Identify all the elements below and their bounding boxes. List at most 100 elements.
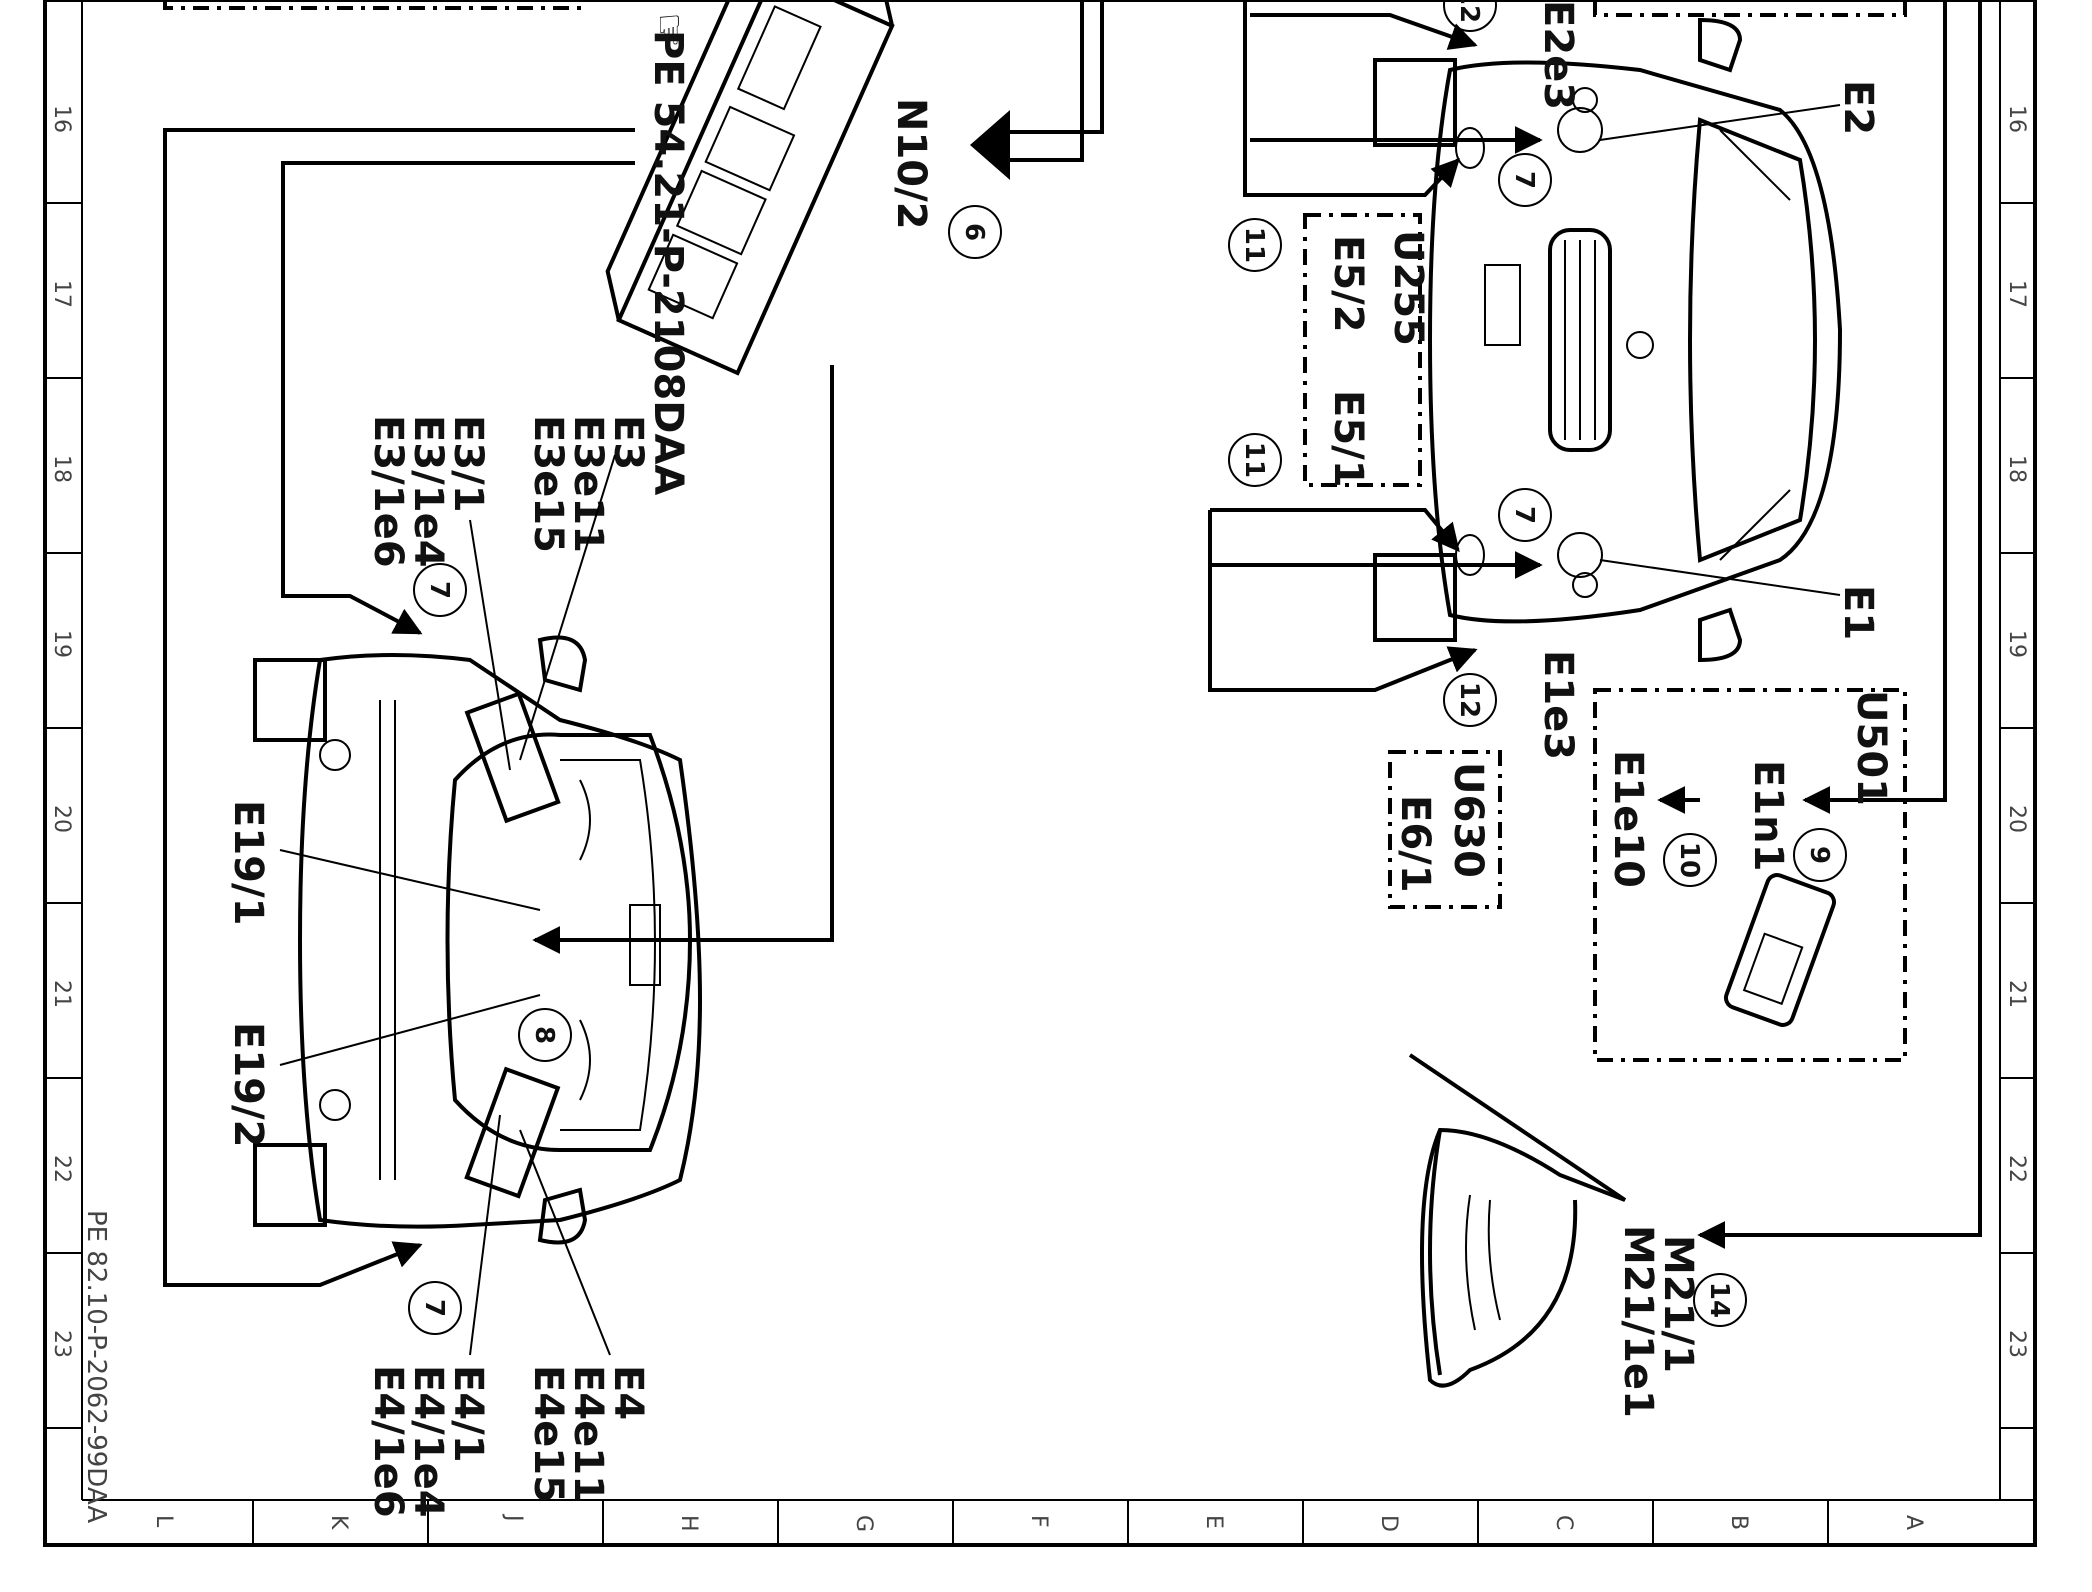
callout-circle: [1693, 1273, 1747, 1327]
front-callout-12: 12: [1454, 682, 1484, 718]
left-coord-label: 21: [49, 980, 74, 1008]
wire-rear-right: [163, 128, 635, 1287]
wire-front-e5-2: [1250, 157, 1460, 197]
wire-rear-left: [281, 161, 635, 635]
wire-rear-center: [532, 365, 834, 954]
left-coord-label: 16: [49, 105, 74, 133]
bottom-coord-label: G: [851, 1515, 876, 1532]
bottom-coord-label: K: [326, 1515, 351, 1530]
drawing-ref: PE 82.10-P-2062-99DAA: [81, 1210, 111, 1523]
right-coord-label: 20: [2004, 805, 2029, 833]
dashed-box-top: [163, 0, 584, 10]
label-e4e15: E4e15: [525, 1365, 571, 1503]
front-labels: E2 E1 E1e3 E2e3 12 12 7 7 U255 E5/2 E5/1…: [1228, 0, 1881, 760]
callout-circle: [1228, 218, 1282, 272]
control-unit-ref: PE 54.21-P-2108DAA: [645, 30, 691, 495]
mirror-callout-14: 14: [1704, 1282, 1734, 1318]
label-e1: E1: [1835, 585, 1881, 640]
u501-callout-9: 9: [1804, 846, 1834, 864]
callout-circle: [1228, 433, 1282, 487]
left-coord-label: 20: [49, 805, 74, 833]
rear-callout-7-top: 7: [424, 581, 454, 599]
bottom-coord-label: C: [1551, 1515, 1576, 1530]
callout-circle: [518, 1008, 572, 1062]
bottom-coord-label: L: [151, 1515, 176, 1528]
label-e3e11: E3e11: [565, 415, 611, 553]
label-e2: E2: [1835, 80, 1881, 135]
callout-circle: [1443, 673, 1497, 727]
u255-box: [1303, 213, 1422, 487]
front-callout-11-bottom: 11: [1239, 442, 1269, 478]
label-e5-1: E5/1: [1325, 390, 1371, 488]
wire-u501: [1802, 0, 1947, 814]
wire-mirror: [1697, 0, 1982, 1249]
label-e6-1: E6/1: [1392, 795, 1438, 893]
callout-circle: [1793, 828, 1847, 882]
right-coord-label: 23: [2004, 1330, 2029, 1358]
callout-circle: [408, 1281, 462, 1335]
control-unit-code: N10/2: [888, 98, 934, 230]
callout-circle: [1498, 488, 1552, 542]
left-coord-label: 23: [49, 1330, 74, 1358]
label-e1e10: E1e10: [1605, 750, 1651, 888]
right-coord-label: 21: [2004, 980, 2029, 1008]
u630-box: U630 E6/1: [1388, 750, 1502, 909]
front-callout-11-top: 11: [1239, 227, 1269, 263]
rear-callout-8: 8: [529, 1026, 559, 1044]
u501-box: U501 E1n1 E1e10 9 10: [1593, 0, 1907, 1062]
label-e5-2: E5/2: [1325, 235, 1371, 333]
front-view-car: [1373, 17, 1843, 663]
label-e3-1e6: E3/1e6: [365, 415, 411, 568]
rear-view-car: [253, 635, 703, 1245]
wire-n10: [990, 0, 1084, 162]
label-e3-1: E3/1: [445, 415, 491, 513]
control-unit-n10-2: PE 54.21-P-2108DAA ☞ N10/2 6: [605, 0, 1010, 495]
right-coord-label: 17: [2004, 280, 2029, 308]
wire-front-e5-1: [1210, 508, 1460, 553]
label-e4: E4: [605, 1365, 651, 1420]
rear-labels: E3 E3e11 E3e15 E3/1 E3/1e4 E3/1e6 7 E4 E…: [225, 415, 651, 1518]
control-unit-num: 6: [959, 223, 989, 241]
callout-circle: [1663, 833, 1717, 887]
label-e4-1e4: E4/1e4: [405, 1365, 451, 1518]
label-e3e15: E3e15: [525, 415, 571, 553]
label-e2e3: E2e3: [1535, 0, 1581, 110]
bottom-coord-label: A: [1901, 1515, 1926, 1530]
label-e4-1: E4/1: [445, 1365, 491, 1463]
right-coord-label: 19: [2004, 630, 2029, 658]
label-e3-1e4: E3/1e4: [405, 415, 451, 568]
left-coord-label: 17: [49, 280, 74, 308]
right-coord-label: 16: [2004, 105, 2029, 133]
u501-callout-10: 10: [1674, 842, 1704, 878]
callout-circle: [948, 205, 1002, 259]
bottom-coord-label: J: [501, 1513, 526, 1522]
front-callout-7-bottom: 7: [1509, 506, 1539, 524]
label-u255: U255: [1385, 230, 1431, 346]
right-coord-label: 22: [2004, 1155, 2029, 1183]
bottom-coord-label: B: [1726, 1515, 1751, 1530]
right-coord-label: 18: [2004, 455, 2029, 483]
wire-front-e2e3: [1250, 13, 1478, 50]
label-e1e3: E1e3: [1535, 650, 1581, 760]
front-callout-12-top: 12: [1454, 0, 1484, 23]
wire-front-a: [1243, 0, 1260, 197]
callout-circle: [1443, 0, 1497, 32]
bottom-coord-label: D: [1376, 1515, 1401, 1532]
wire-n10-b: [1010, 0, 1104, 134]
callout-circle: [1498, 153, 1552, 207]
left-coord-label: 19: [49, 630, 74, 658]
mirror: M21/1 M21/1e1 14: [1408, 1053, 1747, 1418]
label-u630: U630: [1445, 762, 1491, 878]
bottom-coord-label: E: [1201, 1515, 1226, 1529]
left-coord-label: 18: [49, 455, 74, 483]
book-icon: ☞: [646, 12, 692, 48]
bottom-coord-label: H: [676, 1515, 701, 1532]
label-e1n1: E1n1: [1745, 760, 1791, 871]
left-coord-label: 22: [49, 1155, 74, 1183]
wire-front-e1e3: [1208, 510, 1478, 692]
front-callout-7-top: 7: [1509, 171, 1539, 189]
label-m21-1e1: M21/1e1: [1615, 1225, 1661, 1418]
callout-circle: [413, 563, 467, 617]
